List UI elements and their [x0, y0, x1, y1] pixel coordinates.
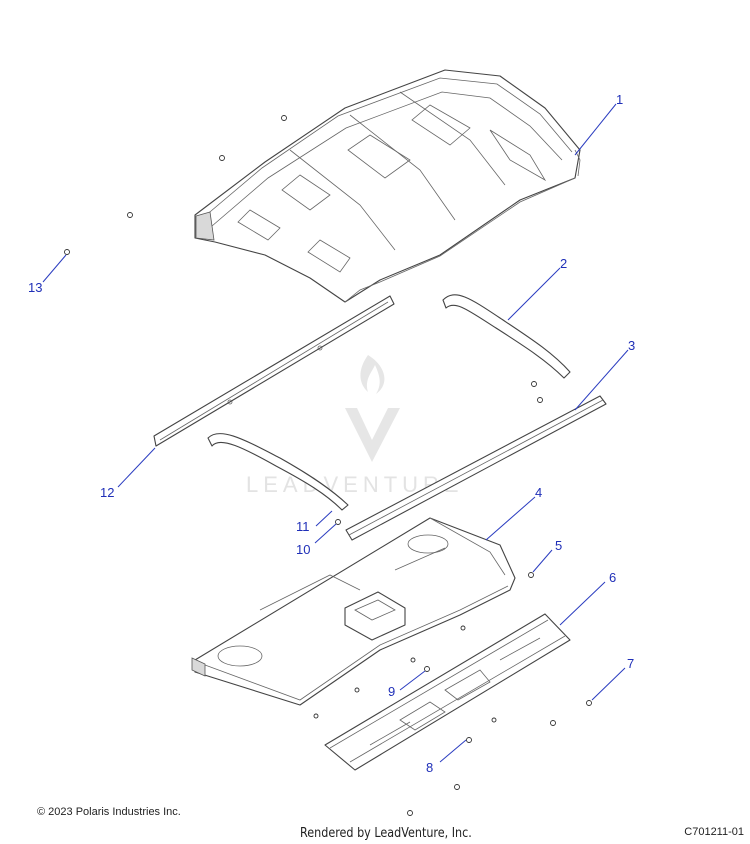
- clip-icon: [410, 657, 416, 663]
- part-code: C701211-01: [684, 826, 744, 838]
- callout-labels: 1 2 3 4 5 6 7 8 9 10 11 12 13: [28, 92, 635, 775]
- callout-11[interactable]: 11: [296, 519, 310, 534]
- side-rail-part[interactable]: [153, 295, 395, 447]
- screw-icon: [586, 700, 592, 706]
- callout-12[interactable]: 12: [100, 485, 114, 500]
- leader-lines: [42, 103, 629, 763]
- screw-icon: [466, 737, 472, 743]
- rendered-by-text: Rendered by LeadVenture, Inc.: [300, 826, 472, 841]
- fastener-icon: [127, 212, 133, 218]
- clip-icon: [335, 519, 341, 525]
- callout-8[interactable]: 8: [426, 760, 433, 775]
- seal-strip-part[interactable]: [345, 395, 607, 541]
- headliner-part[interactable]: [191, 517, 516, 706]
- screw-icon: [454, 784, 460, 790]
- rear-trim-part[interactable]: [442, 294, 571, 379]
- callout-9[interactable]: 9: [388, 684, 395, 699]
- hardware-group: [313, 519, 592, 816]
- callout-5[interactable]: 5: [555, 538, 562, 553]
- screw-icon: [407, 810, 413, 816]
- roof-part[interactable]: [194, 69, 581, 303]
- screw-icon: [550, 720, 556, 726]
- copyright-text: © 2023 Polaris Industries Inc.: [37, 806, 181, 818]
- callout-4[interactable]: 4: [535, 485, 542, 500]
- screw-icon: [491, 717, 497, 723]
- fastener-icon: [219, 155, 225, 161]
- fastener-icon: [281, 115, 287, 121]
- callout-3[interactable]: 3: [628, 338, 635, 353]
- callout-7[interactable]: 7: [627, 656, 634, 671]
- roof-hardware: [64, 115, 287, 255]
- callout-1[interactable]: 1: [616, 92, 623, 107]
- lower-panel-part[interactable]: [324, 613, 571, 771]
- clip-icon: [354, 687, 360, 693]
- callout-6[interactable]: 6: [609, 570, 616, 585]
- flame-icon: [360, 355, 385, 394]
- leadventure-watermark: LEADVENTURE: [246, 355, 459, 497]
- nut-icon: [528, 572, 534, 578]
- chevron-icon: [345, 408, 400, 462]
- fastener-icon: [64, 249, 70, 255]
- clip-icon: [531, 381, 537, 387]
- callout-2[interactable]: 2: [560, 256, 567, 271]
- clip-icon: [537, 397, 543, 403]
- callout-10[interactable]: 10: [296, 542, 310, 557]
- front-trim-part[interactable]: [207, 433, 349, 511]
- clip-icon: [460, 625, 466, 631]
- callout-13[interactable]: 13: [28, 280, 42, 295]
- clip-icon: [424, 666, 430, 672]
- clip-icon: [313, 713, 319, 719]
